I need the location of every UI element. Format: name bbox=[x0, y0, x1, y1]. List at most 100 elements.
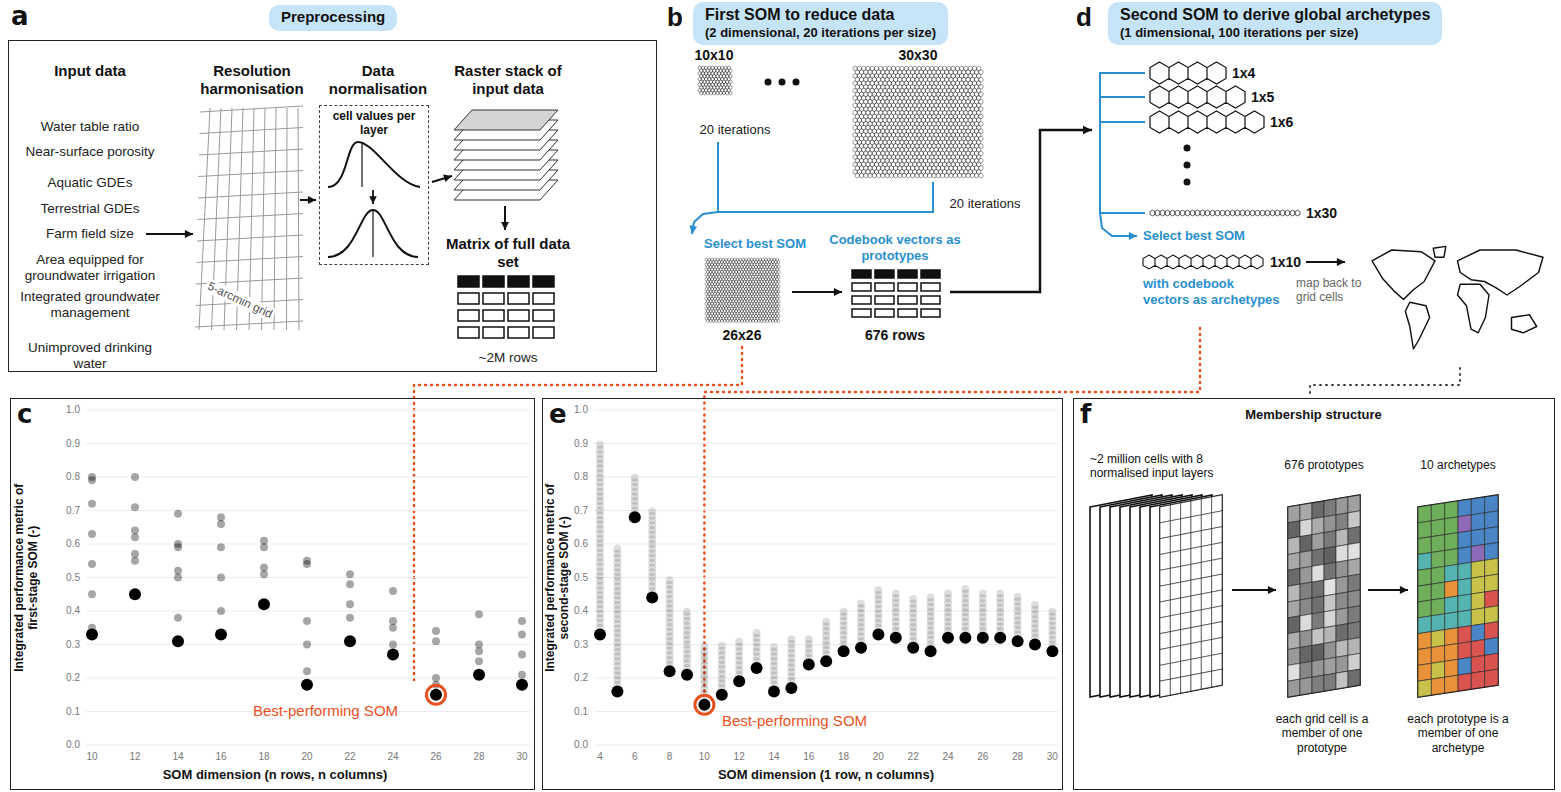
codebook-cell bbox=[898, 296, 917, 304]
tile-cell bbox=[1431, 661, 1444, 679]
tile-cell bbox=[1418, 553, 1431, 571]
node-heading: Preprocessing bbox=[281, 8, 385, 27]
run-point bbox=[346, 600, 354, 608]
tile-cell bbox=[1431, 582, 1444, 600]
tile-cell bbox=[1336, 592, 1348, 610]
tick-label: 0.5 bbox=[66, 572, 80, 584]
best-point bbox=[516, 679, 528, 691]
tick-label: 0.8 bbox=[574, 471, 588, 483]
tile-cell bbox=[1431, 503, 1444, 521]
matrix-cell bbox=[533, 276, 554, 287]
run-point bbox=[475, 657, 483, 665]
run-point bbox=[874, 586, 882, 594]
tick-label: 28 bbox=[1012, 751, 1023, 763]
tick-label: 0.5 bbox=[574, 572, 588, 584]
label: Integrated performance metric of second-… bbox=[544, 478, 572, 678]
tile-cell bbox=[1324, 562, 1336, 580]
tile-cell bbox=[1170, 598, 1180, 616]
arrow-head bbox=[501, 222, 509, 230]
tile-cell bbox=[1418, 600, 1431, 618]
tile-cell bbox=[1348, 622, 1360, 640]
tile-cell bbox=[1458, 547, 1471, 565]
tick-label: 0.0 bbox=[66, 739, 80, 751]
tile-cell bbox=[1201, 545, 1211, 563]
run-point bbox=[303, 641, 311, 649]
codebook-cell bbox=[898, 309, 917, 317]
best-point bbox=[872, 628, 884, 640]
tick-label: 0.9 bbox=[574, 438, 588, 450]
panel-letter: b bbox=[667, 2, 683, 33]
tile-cell bbox=[1418, 648, 1431, 666]
run-point bbox=[857, 600, 865, 608]
label: Resolution harmonisation bbox=[187, 62, 317, 98]
codebook-cell bbox=[875, 309, 894, 317]
best-point bbox=[258, 598, 270, 610]
tick-label: 0.7 bbox=[574, 505, 588, 517]
run-point bbox=[1014, 593, 1022, 601]
codebook-cell bbox=[852, 283, 871, 291]
tile-cell bbox=[1288, 663, 1300, 681]
best-point bbox=[430, 689, 442, 701]
node-text: (1 dimensional, 100 iterations per size) bbox=[1120, 25, 1430, 41]
som-grid bbox=[698, 66, 732, 95]
highlight-ring bbox=[695, 695, 714, 714]
tile-cell bbox=[1170, 582, 1180, 600]
tick-label: 0.3 bbox=[66, 639, 80, 651]
tile-cell bbox=[1485, 590, 1498, 608]
matrix-cell bbox=[508, 310, 529, 321]
tick-label: 6 bbox=[632, 751, 638, 763]
tile-cell bbox=[1300, 519, 1312, 537]
label: Best-performing SOM bbox=[253, 702, 398, 720]
tile-cell bbox=[1181, 612, 1191, 630]
tile-cell bbox=[1336, 671, 1348, 689]
tile-cell bbox=[1300, 614, 1312, 632]
label: 5-arcmin grid bbox=[203, 278, 276, 322]
run-point bbox=[475, 647, 483, 655]
tile-cell bbox=[1471, 592, 1484, 610]
tile-cell bbox=[1445, 501, 1458, 519]
tick-label: 20 bbox=[301, 751, 312, 763]
label: Farm field size bbox=[46, 226, 134, 242]
tile-cell bbox=[1445, 612, 1458, 630]
node-text: Membership structure bbox=[1074, 407, 1553, 422]
label: 1x4 bbox=[1232, 65, 1255, 82]
label: 1x30 bbox=[1306, 205, 1337, 222]
section-pill: Second SOM to derive global archetypes(1… bbox=[1108, 2, 1442, 45]
codebook-cell bbox=[852, 296, 871, 304]
tile-cell bbox=[1181, 596, 1191, 614]
tile-cell bbox=[1181, 628, 1191, 646]
run-point bbox=[1031, 601, 1039, 609]
archetype-map bbox=[1418, 495, 1498, 697]
best-point bbox=[820, 655, 832, 667]
world-map bbox=[1372, 246, 1543, 349]
tile-cell bbox=[1212, 669, 1222, 687]
tile-cell bbox=[1418, 663, 1431, 681]
tile-cell bbox=[1471, 655, 1484, 673]
tile-cell bbox=[1445, 517, 1458, 535]
run-point bbox=[596, 441, 604, 449]
label: Input data bbox=[54, 62, 126, 80]
best-point bbox=[1029, 639, 1041, 651]
tick-label: 1.0 bbox=[66, 404, 80, 416]
som-row bbox=[1150, 86, 1245, 108]
tile-cell bbox=[1212, 543, 1222, 561]
tile-cell bbox=[1212, 558, 1222, 576]
tile-cell bbox=[1485, 622, 1498, 640]
tile-cell bbox=[1191, 531, 1201, 549]
arrow bbox=[950, 130, 1092, 292]
tile-cell bbox=[1471, 640, 1484, 658]
best-point bbox=[344, 635, 356, 647]
run-point bbox=[979, 590, 987, 598]
arrow-head bbox=[185, 230, 193, 238]
tick-label: 30 bbox=[1047, 751, 1058, 763]
panel-frame: c bbox=[10, 398, 535, 790]
run-point bbox=[683, 608, 691, 616]
best-point bbox=[629, 511, 641, 523]
arrow-head bbox=[689, 225, 697, 234]
tile-cell bbox=[1191, 547, 1201, 565]
tick-label: 18 bbox=[258, 751, 269, 763]
tile-cell bbox=[1458, 578, 1471, 596]
node-heading: Second SOM to derive global archetypes bbox=[1120, 5, 1430, 25]
tile-cell bbox=[1181, 675, 1191, 693]
label: Integrated performance metric of first-s… bbox=[13, 478, 41, 678]
